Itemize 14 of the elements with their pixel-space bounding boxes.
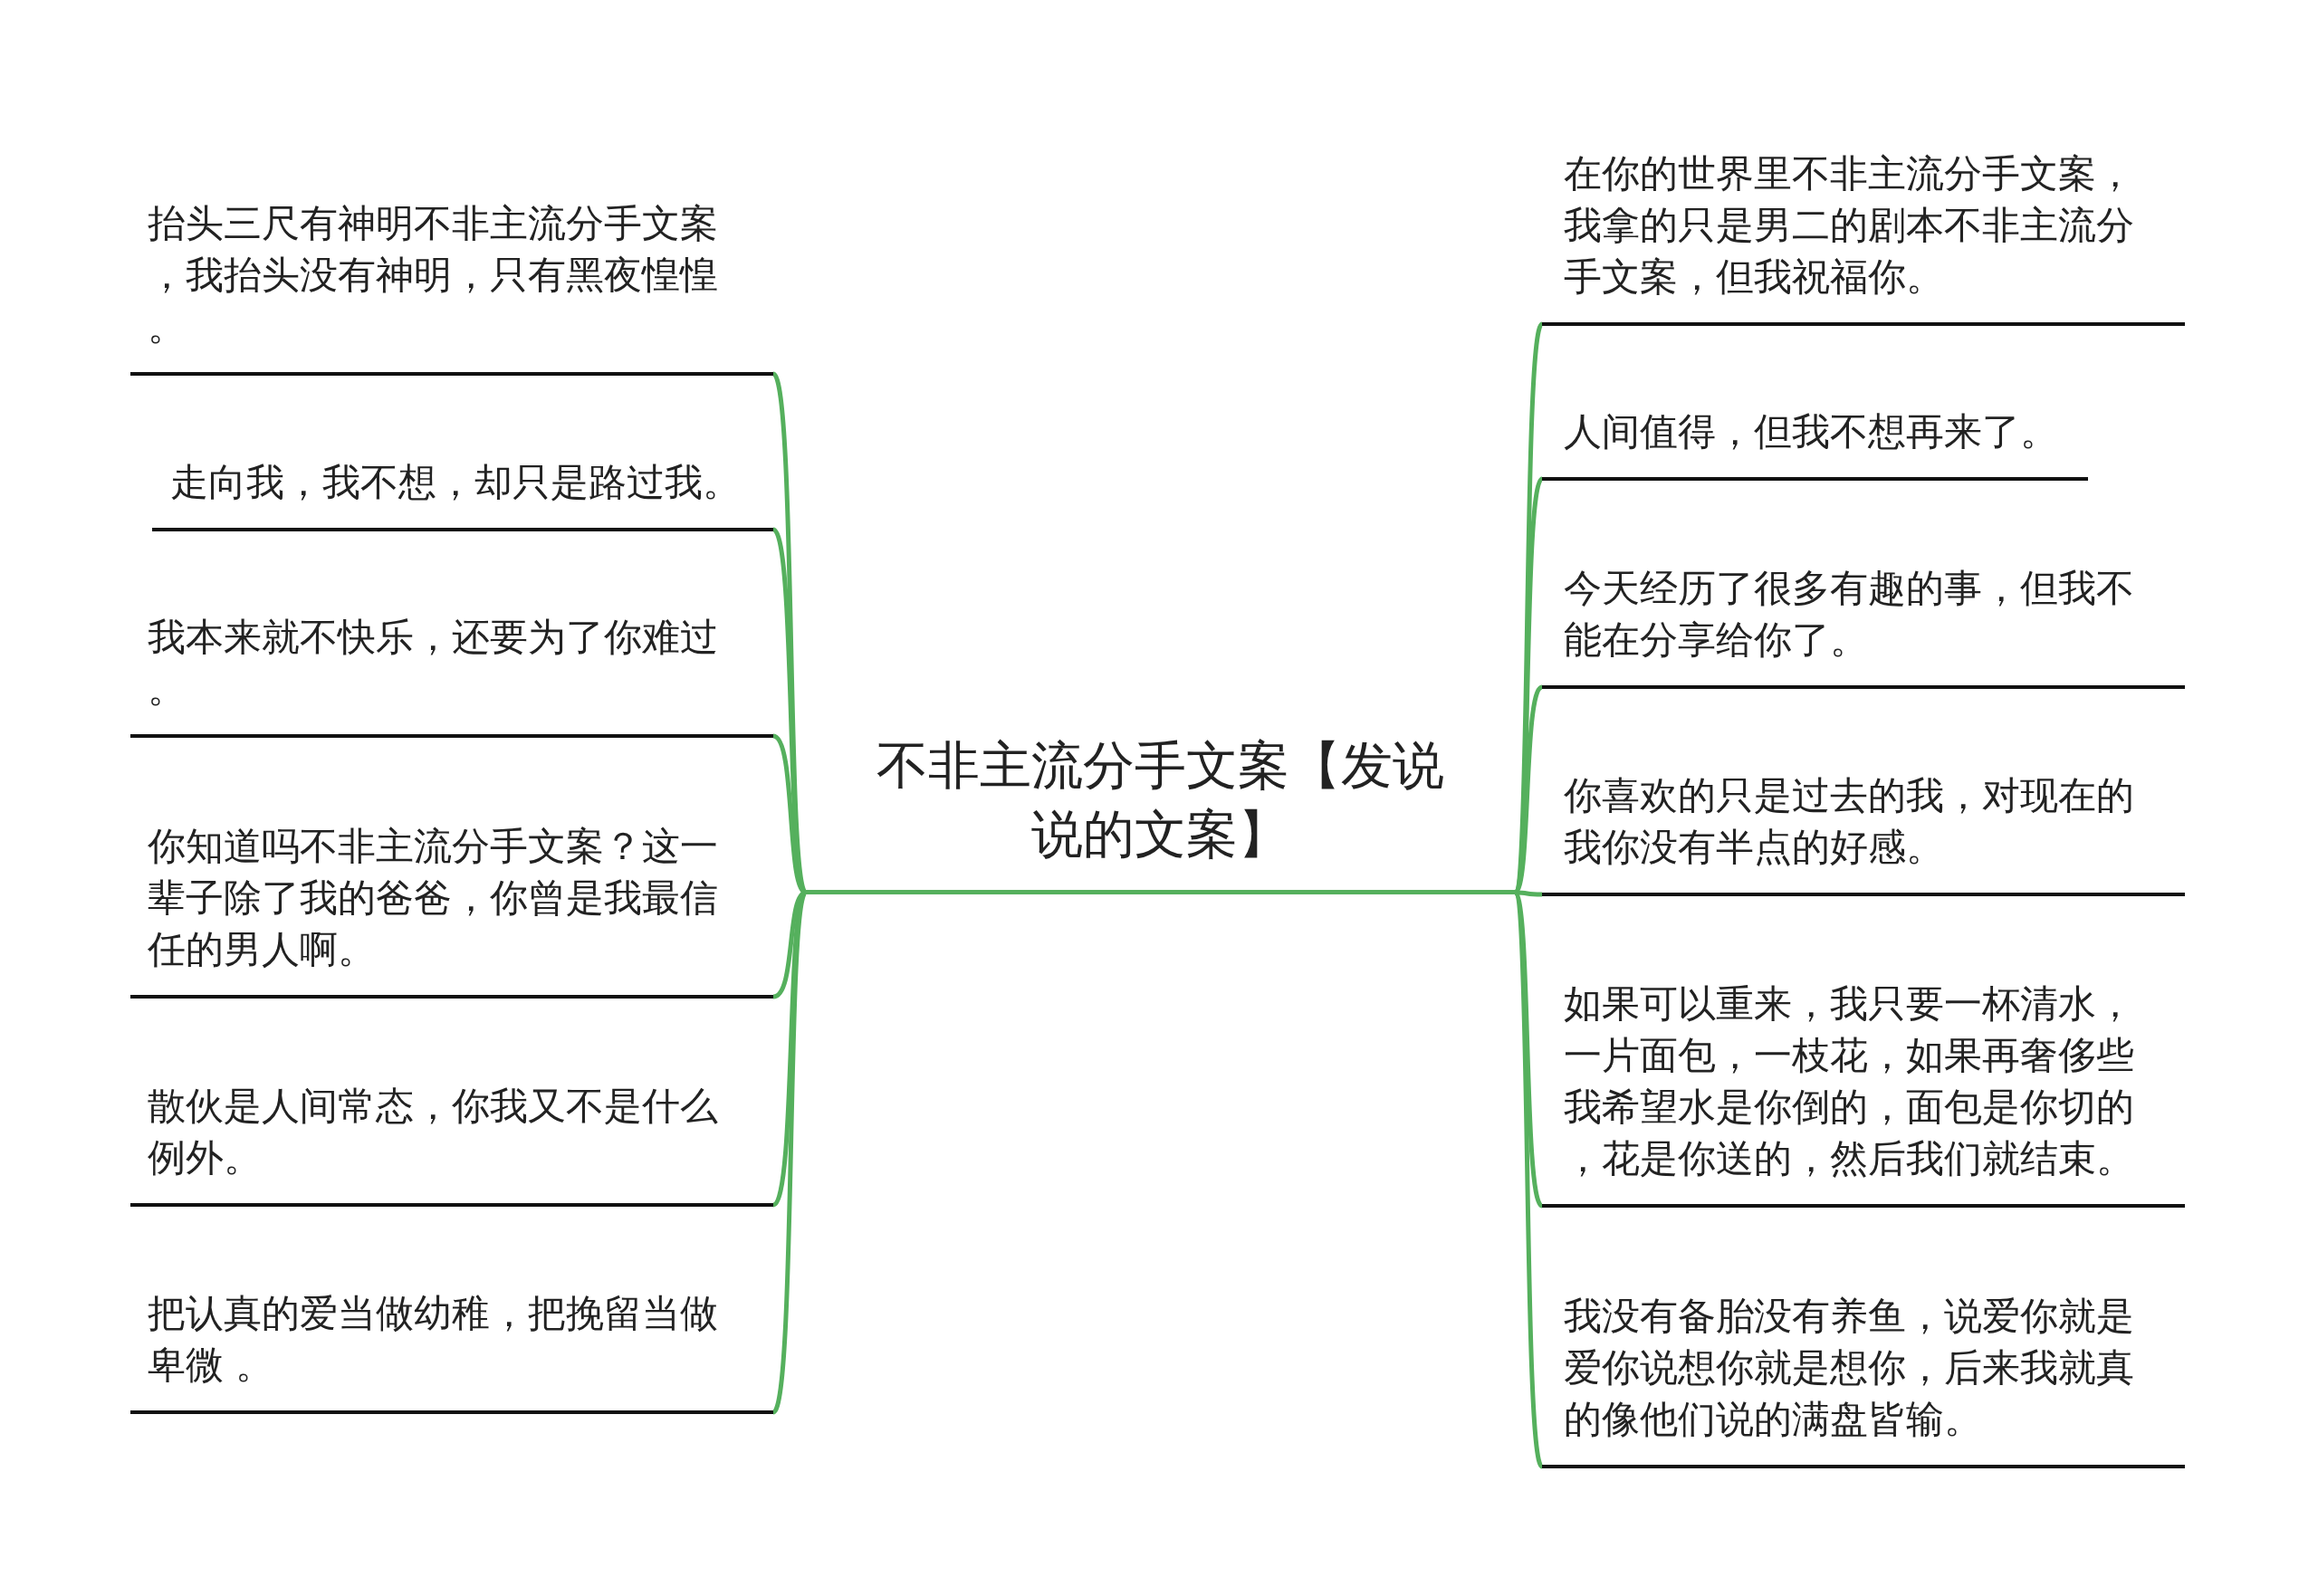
branch-text: 抬头三尺有神明不非主流分手文案，我抬头没有神明，只有黑夜惶惶。 bbox=[148, 200, 719, 350]
branch-text: 在你的世界里不非主流分手文案，我拿的只是男二的剧本不非主流分手文案，但我祝福你。 bbox=[1564, 150, 2135, 301]
connector-line bbox=[771, 892, 809, 1414]
central-topic-text: 不非主流分手文案【发说说的文案】 bbox=[876, 734, 1445, 865]
branch-text: 走向我，我不想，却只是路过我。 bbox=[170, 459, 742, 506]
branch-text: 你知道吗不非主流分手文案？这一辈子除了我的爸爸，你曾是我最信任的男人啊。 bbox=[148, 823, 719, 973]
branch-text: 人间值得，但我不想再来了。 bbox=[1564, 408, 2059, 455]
branch-text: 我本来就不快乐，还要为了你难过。 bbox=[148, 614, 719, 712]
branch-text: 我没有备胎没有养鱼，说爱你就是爱你说想你就是想你，后来我就真的像他们说的满盘皆输。 bbox=[1564, 1293, 2135, 1443]
branch-text: 如果可以重来，我只要一杯清水，一片面包，一枝花，如果再奢侈些我希望水是你倒的，面包是你切的，花是你送的，然后我们就结束。 bbox=[1564, 980, 2135, 1182]
branch-text: 把认真的爱当做幼稚，把挽留当做卑微 。 bbox=[148, 1290, 719, 1389]
branch-text: 散伙是人间常态，你我又不是什么例外。 bbox=[148, 1083, 719, 1181]
branch-text: 今天经历了很多有趣的事，但我不能在分享给你了。 bbox=[1564, 565, 2135, 664]
branch-text: 你喜欢的只是过去的我，对现在的我你没有半点的好感。 bbox=[1564, 772, 2135, 871]
